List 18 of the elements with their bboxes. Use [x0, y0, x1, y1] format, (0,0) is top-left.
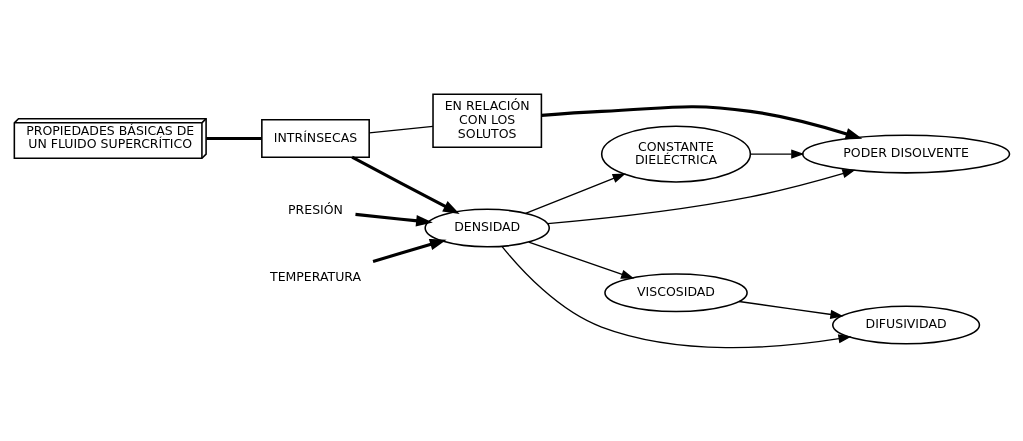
node-ellipse: PODER DISOLVENTE	[801, 134, 1010, 174]
arrow	[372, 238, 447, 263]
arrow	[524, 173, 626, 214]
node-box: INTRÍNSECAS	[260, 118, 370, 158]
arrow	[540, 104, 862, 139]
connector	[368, 125, 434, 134]
node-text: TEMPERATURA	[269, 268, 361, 284]
arrow	[737, 300, 843, 319]
arrow	[546, 168, 856, 224]
arrow	[749, 149, 804, 159]
arrow	[350, 155, 460, 214]
arrow	[500, 245, 852, 348]
connector	[205, 136, 262, 140]
arrow	[527, 240, 634, 279]
node-text: PRESIÓN	[287, 201, 343, 217]
arrow	[354, 212, 433, 227]
node-ellipse: VISCOSIDAD	[603, 272, 748, 312]
node-box: EN RELACIÓN CON LOS SOLUTOS	[431, 92, 542, 148]
